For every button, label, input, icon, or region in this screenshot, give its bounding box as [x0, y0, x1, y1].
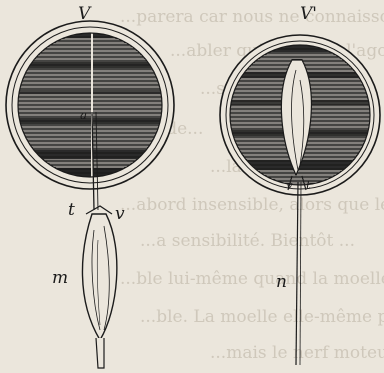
label-v-right: v — [286, 178, 293, 192]
label-V: V — [78, 4, 90, 24]
label-V-prime: V' — [300, 4, 317, 24]
label-t-right: t — [306, 178, 311, 192]
label-t: t — [68, 200, 75, 220]
right-nerve — [288, 176, 306, 365]
left-dish — [6, 21, 174, 189]
label-n: n — [276, 272, 287, 292]
label-v: v — [115, 204, 125, 224]
label-a: a — [80, 108, 87, 122]
right-dish — [220, 35, 380, 195]
label-m: m — [52, 268, 68, 288]
